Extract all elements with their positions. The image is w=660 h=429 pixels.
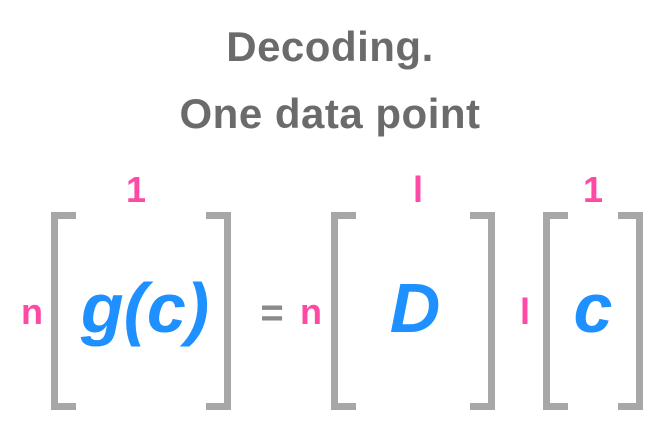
equals-sign: =	[260, 291, 284, 335]
matrix-row-dimension: n	[300, 291, 322, 332]
matrix-symbol: D	[389, 269, 441, 347]
vector-column-dimension: 1	[582, 169, 604, 210]
lhs-symbol: g(c)	[80, 269, 210, 347]
title-line-2: One data point	[179, 90, 481, 137]
vector-row-dimension: l	[519, 291, 530, 332]
lhs-row-dimension: n	[21, 291, 43, 332]
matrix-left-bracket	[331, 212, 356, 410]
lhs-column-dimension: 1	[125, 169, 147, 210]
matrix-column-dimension: l	[412, 169, 423, 210]
title-line-1: Decoding.	[226, 23, 434, 70]
vector-symbol: c	[573, 269, 613, 347]
matrix-right-bracket	[470, 212, 495, 410]
vector-left-bracket	[543, 212, 568, 410]
vector-right-bracket	[618, 212, 643, 410]
lhs-right-bracket	[206, 212, 231, 410]
lhs-left-bracket	[51, 212, 76, 410]
